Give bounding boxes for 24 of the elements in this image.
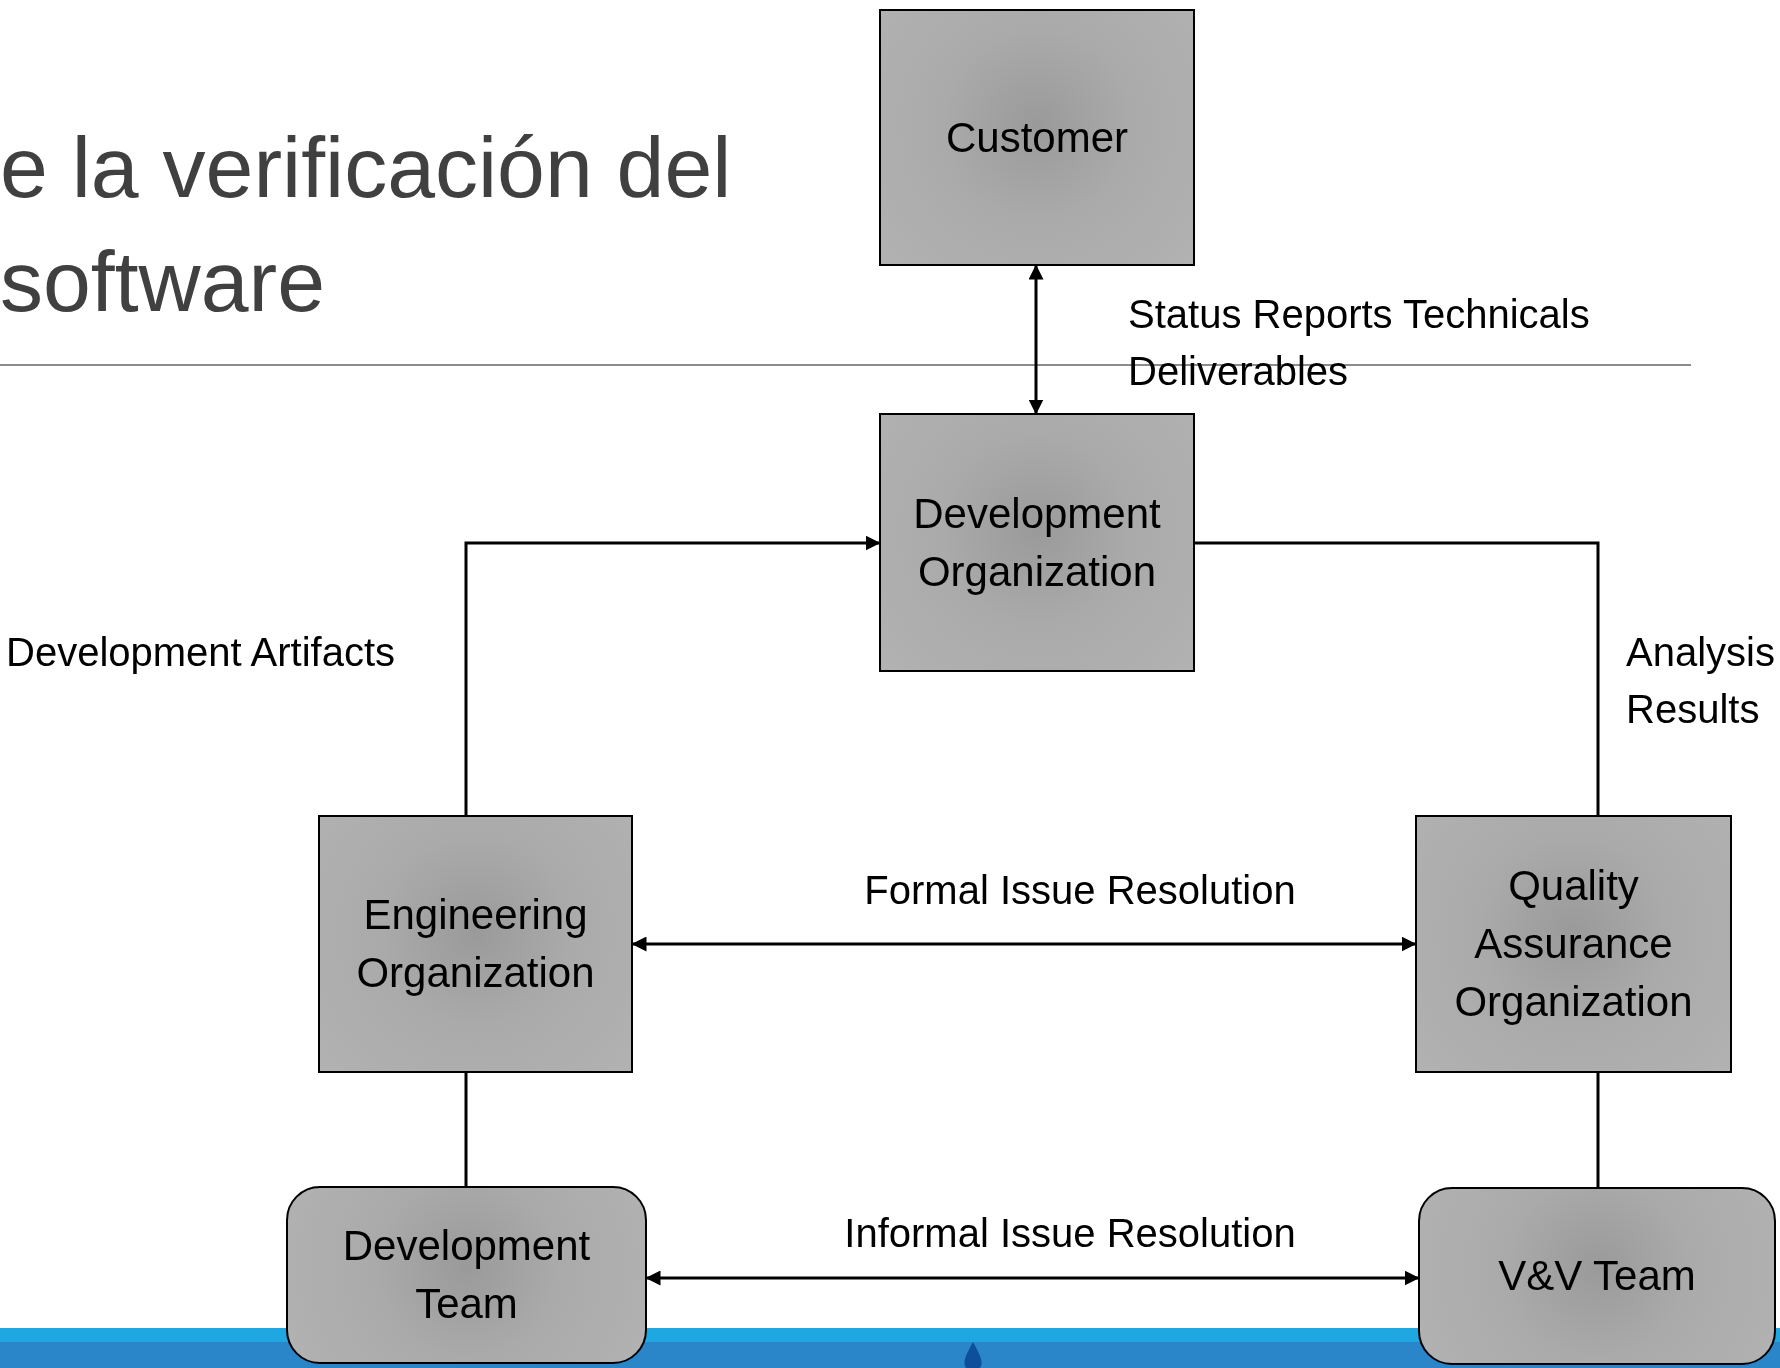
- connector-line: [645, 1270, 1420, 1286]
- edge-label: Status Reports Technicals Deliverables: [1128, 291, 1591, 395]
- team-box: [286, 1186, 647, 1364]
- node-label: Customer: [945, 112, 1129, 163]
- node-label: Development Team: [341, 1221, 592, 1329]
- connector-line: [1596, 1073, 1600, 1187]
- node-label: Quality Assurance Organization: [1453, 861, 1694, 1027]
- organization-box: [1415, 815, 1732, 1073]
- connector-line: [1028, 264, 1044, 415]
- connector-line: [1195, 541, 1600, 815]
- edge-label: Analysis Results: [1626, 629, 1776, 733]
- team-box: [1418, 1187, 1776, 1365]
- node-label: Engineering Organization: [355, 890, 596, 998]
- edge-label: Development Artifacts: [6, 629, 397, 676]
- edge-label: Informal Issue Resolution: [843, 1210, 1297, 1257]
- connector-line: [464, 535, 881, 815]
- node-label: V&V Team: [1498, 1251, 1696, 1301]
- organization-box: [318, 815, 633, 1073]
- organization-box: [879, 9, 1195, 266]
- organization-box: [879, 413, 1195, 672]
- edge-label: Formal Issue Resolution: [863, 867, 1297, 914]
- node-label: Development Organization: [912, 488, 1162, 597]
- slide-title: e la verificación del software: [0, 118, 733, 331]
- connector-line: [464, 1073, 468, 1186]
